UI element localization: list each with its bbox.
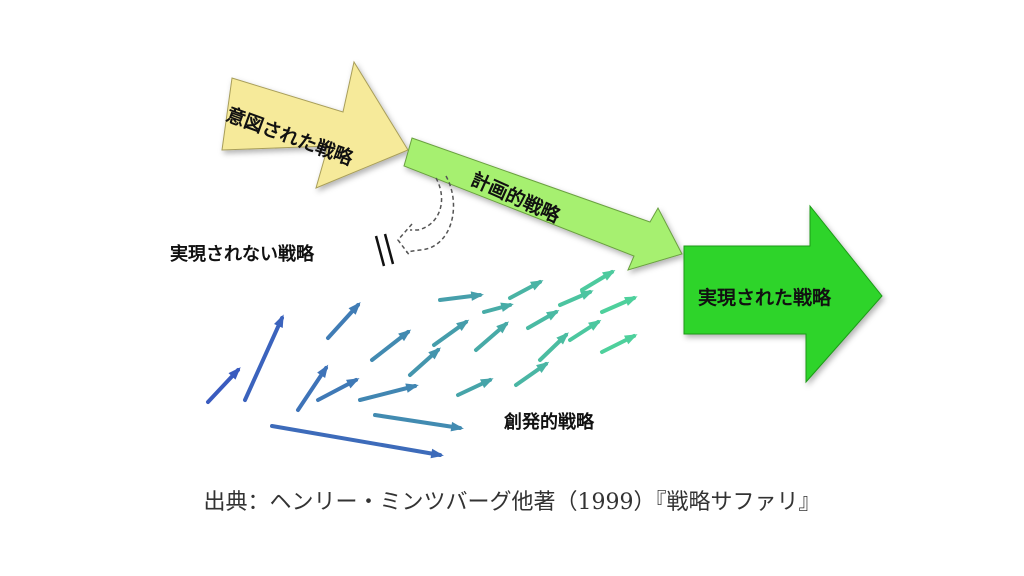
emergent-arrow-head [530, 280, 544, 291]
not-equal-mark [374, 233, 395, 267]
source-citation: 出典：ヘンリー・ミンツバーグ他著（1999）『戦略サファリ』 [203, 490, 821, 515]
emergent-arrow-head [624, 334, 638, 345]
emergent-arrow-head [480, 378, 494, 389]
emergent-arrow-head [602, 269, 616, 281]
emergent-arrow-head [546, 310, 560, 321]
emergent-arrow-head [317, 364, 329, 378]
emergent-arrow-head [430, 448, 444, 459]
emergent-arrow-head [398, 329, 412, 342]
emergent-arrow-head [428, 347, 441, 360]
emergent-arrow-head [274, 314, 284, 328]
emergent-arrow-head [588, 319, 602, 331]
emergent-arrow-head [496, 321, 510, 334]
realized-strategy-arrow [683, 204, 883, 384]
unrealized-dashed-arrow [397, 175, 455, 257]
emergent-arrow-head [405, 383, 419, 393]
emergent-arrow-shaft [358, 384, 417, 402]
emergent-arrow-head [470, 291, 484, 301]
emergent-arrow-shaft [270, 424, 442, 457]
emergent-arrow-head [536, 361, 550, 373]
intended-strategy-arrow [221, 60, 409, 189]
emergent-arrow-head [556, 332, 569, 345]
emergent-arrow-head [228, 367, 241, 380]
emergent-arrow-head [346, 378, 360, 389]
emergent-arrow-shaft [243, 316, 284, 402]
emergent-arrow-head [456, 319, 470, 332]
emergent-strategy-label: 創発的戦略 [504, 412, 594, 433]
emergent-arrow-head [500, 302, 514, 312]
emergent-arrow-head [624, 296, 638, 306]
unrealized-strategy-label: 実現されない戦略 [170, 244, 314, 265]
emergent-arrow-head [450, 421, 464, 432]
emergent-arrow-head [580, 290, 594, 300]
emergent-arrow-shaft [373, 413, 462, 430]
emergent-arrow-head [348, 302, 361, 315]
realized-strategy-label: 実現された戦略 [698, 287, 832, 309]
deliberate-strategy-arrow [403, 137, 683, 271]
emergent-arrows [206, 269, 638, 459]
